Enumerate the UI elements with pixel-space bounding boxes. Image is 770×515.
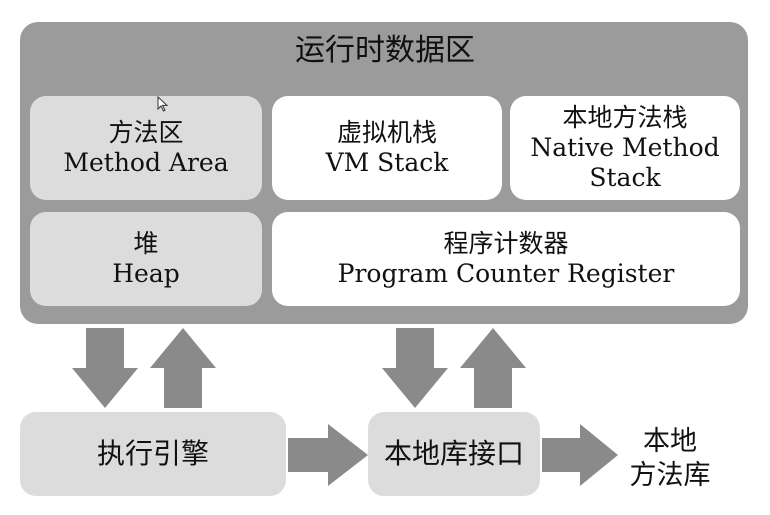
mouse-pointer-icon — [157, 96, 169, 112]
arrow-down-to-native-interface — [382, 328, 448, 408]
native-method-stack-en-line1: Native Method — [530, 133, 720, 162]
execution-engine-box: 执行引擎 — [20, 412, 286, 496]
heap-cn: 堆 — [133, 229, 159, 258]
method-area-box: 方法区 Method Area — [30, 96, 262, 200]
native-method-stack-box: 本地方法栈 Native Method Stack — [510, 96, 740, 200]
native-interface-box: 本地库接口 — [368, 412, 540, 496]
method-area-en: Method Area — [63, 148, 229, 177]
native-method-library: 本地 方法库 — [620, 425, 720, 493]
program-counter-box: 程序计数器 Program Counter Register — [272, 212, 740, 306]
arrow-down-to-execution-engine — [72, 328, 138, 408]
arrow-up-from-native-interface — [460, 328, 526, 408]
program-counter-cn: 程序计数器 — [443, 229, 569, 258]
native-library-line2: 方法库 — [629, 460, 711, 491]
native-library-line1: 本地 — [643, 426, 697, 457]
program-counter-en: Program Counter Register — [337, 259, 675, 288]
heap-box: 堆 Heap — [30, 212, 262, 306]
arrow-interface-to-library — [542, 424, 618, 486]
vm-stack-box: 虚拟机栈 VM Stack — [272, 96, 502, 200]
heap-en: Heap — [112, 259, 180, 288]
vm-stack-cn: 虚拟机栈 — [336, 118, 437, 147]
native-method-stack-cn: 本地方法栈 — [562, 103, 688, 132]
arrow-up-from-execution-engine — [150, 328, 216, 408]
execution-engine-label: 执行引擎 — [96, 437, 209, 470]
native-interface-label: 本地库接口 — [383, 437, 524, 470]
runtime-data-area-title: 运行时数据区 — [295, 33, 475, 68]
method-area-cn: 方法区 — [108, 118, 184, 147]
arrow-engine-to-interface — [288, 424, 368, 486]
native-method-stack-en-line2: Stack — [589, 163, 661, 192]
vm-stack-en: VM Stack — [325, 148, 449, 177]
